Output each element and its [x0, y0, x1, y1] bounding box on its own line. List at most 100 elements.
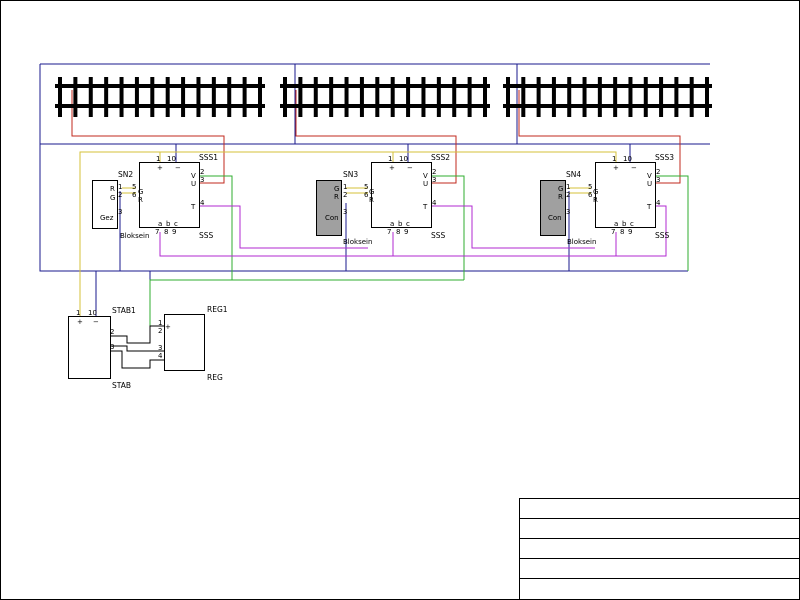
track-tie [227, 77, 232, 117]
track-segment-3 [503, 77, 712, 117]
track-tie [659, 77, 664, 117]
sn4-pin-1: 1 [566, 183, 570, 191]
track-tie [483, 77, 487, 117]
track-rail [55, 84, 265, 88]
sss1-pin-2: 2 [200, 168, 204, 176]
track-segment-2 [280, 77, 490, 117]
sss2-module[interactable]: SSS2 1 10 + − V U T 2 3 4 a b c 7 8 9 SS… [343, 153, 450, 246]
sss1-pin-1: 1 [156, 155, 160, 163]
track-tie [298, 77, 303, 117]
sss3-t: T [646, 203, 652, 211]
sss1-a: a [158, 220, 162, 228]
sss3-pin-2: 2 [656, 168, 660, 176]
track-tie [104, 77, 109, 117]
stab-pin-3: 3 [110, 343, 114, 351]
sss3-module[interactable]: SSS3 1 10 + − V U T 2 3 4 a b c 7 8 9 SS… [567, 153, 674, 246]
track-tie [88, 77, 93, 117]
sss3-pin-9: 9 [628, 228, 632, 236]
sss1-module[interactable]: SSS1 1 10 + − V U T 2 3 4 a b c 7 8 9 SS… [120, 153, 218, 240]
sss3-pin-10: 10 [623, 155, 632, 163]
track-rail [503, 84, 712, 88]
sss2-bloksein: Bloksein [343, 238, 372, 246]
sn2-signal[interactable]: SN2 R G 1 2 3 Gez 5 6 G R [92, 170, 144, 229]
sn4-r: R [558, 193, 563, 201]
sss1-c: c [174, 220, 178, 228]
sss1-pin-3: 3 [200, 176, 204, 184]
sss3-minus: − [631, 164, 637, 172]
sn4-name: SN4 [566, 170, 581, 179]
track-tie [674, 77, 679, 117]
sss1-name: SSS1 [199, 153, 218, 162]
sss2-b: b [398, 220, 403, 228]
sss1-pin-9: 9 [172, 228, 176, 236]
stab-pin-10: 10 [88, 309, 97, 317]
sss3-pin-8: 8 [620, 228, 624, 236]
sss3-pin-7: 7 [611, 228, 615, 236]
sss3-b: b [622, 220, 627, 228]
track-tie [375, 77, 380, 117]
sss2-u: U [423, 180, 428, 188]
stab-pin-1: 1 [76, 309, 80, 317]
track-tie [58, 77, 62, 117]
reg-module[interactable]: REG1 + 1 2 3 4 REG [158, 305, 228, 382]
sn3-pin-3: 3 [343, 208, 347, 216]
reg-pin-1: 1 [158, 319, 162, 327]
sss1-b: b [166, 220, 171, 228]
sn3-name: SN3 [343, 170, 358, 179]
track-tie [597, 77, 602, 117]
sss3-plus: + [613, 164, 619, 172]
track-tie [165, 77, 170, 117]
sss1-v: V [191, 172, 196, 180]
track-tie [436, 77, 441, 117]
track-tie [536, 77, 541, 117]
reg-pin-2: 2 [158, 327, 162, 335]
sss1-pin-10: 10 [167, 155, 176, 163]
track-tie [705, 77, 709, 117]
sn4-inner: Con [548, 214, 562, 222]
track-tie [211, 77, 216, 117]
sss2-pin-3: 3 [432, 176, 436, 184]
stab-minus: − [93, 318, 99, 326]
sn4-signal[interactable]: SN4 G R 1 2 3 Con 5 6 G R [540, 170, 599, 236]
track-tie [181, 77, 186, 117]
sss3-name: SSS3 [655, 153, 674, 162]
sss1-plus: + [157, 164, 163, 172]
sss2-pin-4: 4 [432, 199, 437, 207]
reg-name: REG1 [207, 305, 228, 314]
sn2-pin-1: 1 [118, 183, 122, 191]
sn3-out-g: G [369, 188, 374, 196]
purple-wire [159, 205, 394, 257]
track-tie [643, 77, 648, 117]
sn2-pin-6: 6 [132, 191, 137, 199]
reg-pin-4: 4 [158, 352, 163, 360]
sss3-u: U [647, 180, 652, 188]
sss1-pin-7: 7 [155, 228, 159, 236]
sn2-inner: Gez [100, 214, 114, 222]
sss2-pin-7: 7 [387, 228, 391, 236]
track-tie [150, 77, 155, 117]
sn4-pin-2: 2 [566, 191, 570, 199]
track-tie [689, 77, 694, 117]
reg-pin-3: 3 [158, 344, 162, 352]
sss1-minus: − [175, 164, 181, 172]
track-tie [196, 77, 201, 117]
sss3-pin-4: 4 [656, 199, 661, 207]
sn2-out-r: R [138, 196, 143, 204]
sss2-minus: − [407, 164, 413, 172]
track-tie [313, 77, 318, 117]
track-tie [329, 77, 334, 117]
stab-type: STAB [112, 381, 131, 390]
track-tie [134, 77, 139, 117]
track-tie [119, 77, 124, 117]
sss3-c: c [630, 220, 634, 228]
stab-module[interactable]: STAB1 1 10 + − 2 3 STAB [68, 306, 137, 390]
sn3-signal[interactable]: SN3 G R 1 2 3 Con 5 6 G R [316, 170, 375, 236]
sss1-bloksein: Bloksein [120, 232, 149, 240]
sn3-pin-5: 5 [364, 183, 368, 191]
sss2-t: T [422, 203, 428, 211]
sn4-out-g: G [593, 188, 598, 196]
stab-pin-2: 2 [110, 328, 114, 336]
sss1-pin-8: 8 [164, 228, 168, 236]
